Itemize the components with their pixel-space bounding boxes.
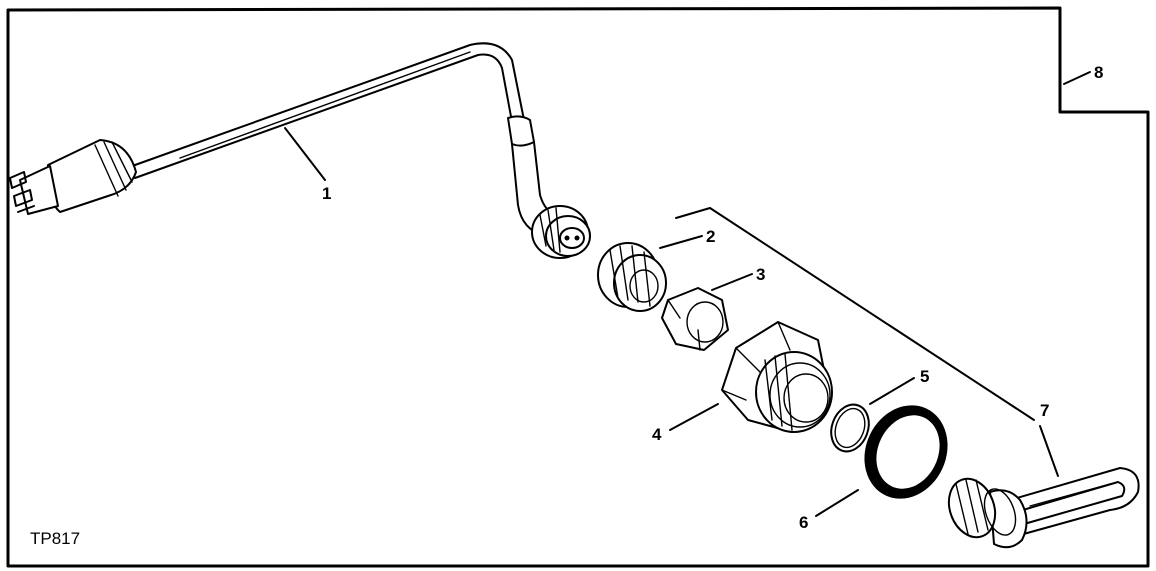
plug-end <box>9 139 137 215</box>
part-6-gasket <box>815 405 948 517</box>
callout-7: 7 <box>1040 401 1049 420</box>
callout-3: 3 <box>756 265 765 284</box>
part-4-hex-fitting <box>669 321 833 433</box>
callout-8: 8 <box>1094 63 1103 82</box>
part-1-cable-assembly <box>9 42 591 259</box>
diagram-frame <box>6 6 1150 568</box>
part-7-heater-element <box>947 425 1140 549</box>
part-3-hex-nut <box>661 273 753 351</box>
part-5-o-ring <box>830 377 915 453</box>
callout-2: 2 <box>706 227 715 246</box>
leader-8 <box>1063 71 1091 85</box>
callout-4: 4 <box>652 425 662 444</box>
part-2-coupling-nut <box>597 235 703 312</box>
callout-6: 6 <box>799 513 808 532</box>
callout-5: 5 <box>920 367 929 386</box>
elbow-connector <box>531 205 591 259</box>
group-bracket <box>675 207 1035 421</box>
figure-id: TP817 <box>30 529 80 548</box>
callout-1: 1 <box>322 184 331 203</box>
